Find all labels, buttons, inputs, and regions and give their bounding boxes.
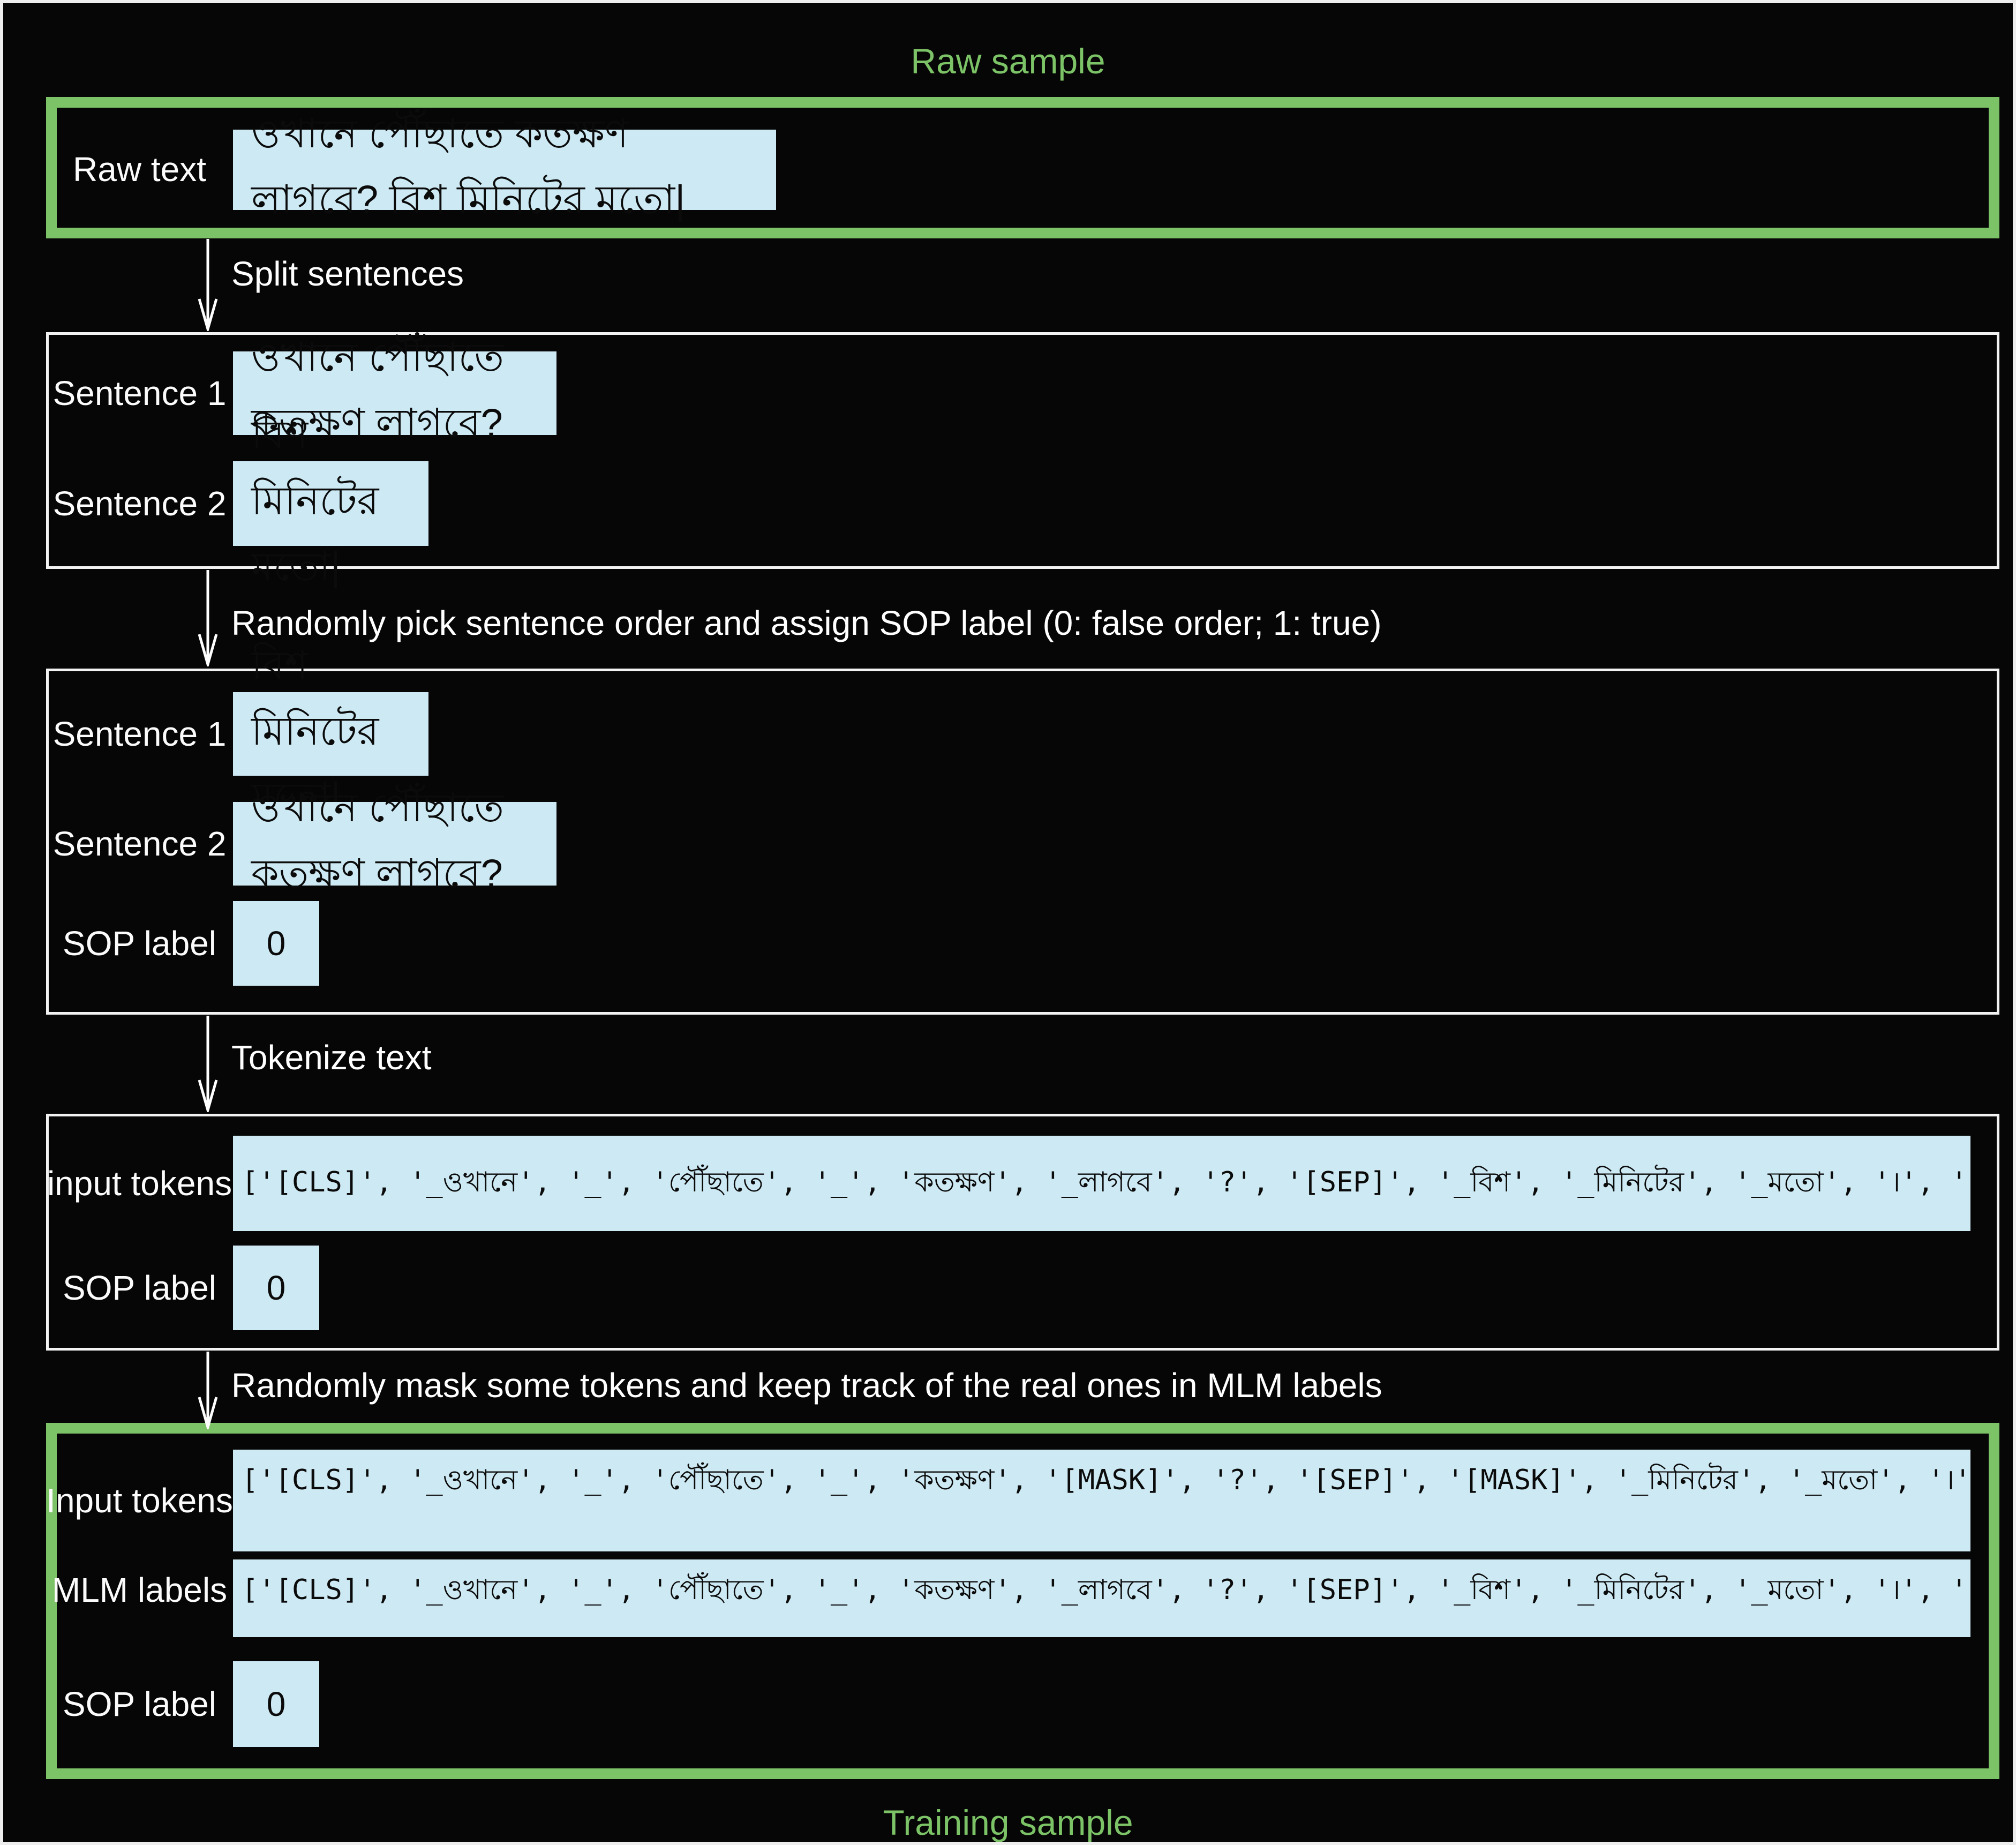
mlm-labels-label: MLM labels: [51, 1571, 228, 1609]
arrow-down-icon: [198, 1352, 218, 1429]
split-sentences-label: Split sentences: [231, 254, 464, 293]
mlm-labels-value: ['[CLS]', '_ওখানে', '_', 'পৌঁছাতে', '_',…: [233, 1559, 1970, 1637]
sop-label: SOP label: [63, 1269, 216, 1307]
masked-input-tokens-label: Input tokens: [46, 1481, 233, 1520]
raw-sample-title: Raw sample: [911, 41, 1105, 81]
sop-label: SOP label: [63, 924, 216, 963]
arrow-down-icon: [198, 570, 218, 666]
sop-value: 0: [233, 901, 319, 986]
sentence-2-label: Sentence 2: [52, 484, 227, 523]
sentence-1-value: ওখানে পৌঁছাতে কতক্ষণ লাগবে?: [233, 335, 556, 445]
input-tokens-value: ['[CLS]', '_ওখানে', '_', 'পৌঁছাতে', '_',…: [233, 1136, 1970, 1231]
raw-text-value: ওখানে পৌঁছাতে কতক্ষণ লাগবে? বিশ মিনিটের …: [233, 111, 776, 222]
pick-order-label: Randomly pick sentence order and assign …: [231, 604, 1382, 642]
split-sentences-box: [46, 332, 1999, 569]
sop-label: SOP label: [63, 1685, 216, 1723]
tokenize-label: Tokenize text: [231, 1038, 432, 1077]
training-sample-box: [46, 1423, 1999, 1779]
sentence-1-label: Sentence 1: [52, 715, 227, 753]
masked-input-tokens-value: ['[CLS]', '_ওখানে', '_', 'পৌঁছাতে', '_',…: [233, 1450, 1970, 1551]
sentence-1-value: বিশ মিনিটের মতো|: [233, 643, 428, 819]
sentence-1-label: Sentence 1: [52, 374, 227, 412]
sentence-2-value: বিশ মিনিটের মতো|: [233, 412, 428, 589]
sop-value: 0: [233, 1246, 319, 1330]
sentence-order-box: [46, 669, 1999, 1015]
training-sample-title: Training sample: [883, 1803, 1133, 1842]
arrow-down-icon: [198, 1016, 218, 1112]
input-tokens-label: input tokens: [47, 1164, 232, 1203]
sop-value: 0: [233, 1661, 319, 1747]
arrow-down-icon: [198, 239, 218, 331]
sentence-2-value: ওখানে পৌঁছাতে কতক্ষণ লাগবে?: [233, 785, 556, 896]
raw-sample-box: [46, 97, 1999, 238]
mask-tokens-label: Randomly mask some tokens and keep track…: [231, 1366, 1382, 1405]
tokenized-box: [46, 1114, 1999, 1351]
raw-text-label: Raw text: [73, 150, 206, 189]
sentence-2-label: Sentence 2: [52, 824, 227, 863]
